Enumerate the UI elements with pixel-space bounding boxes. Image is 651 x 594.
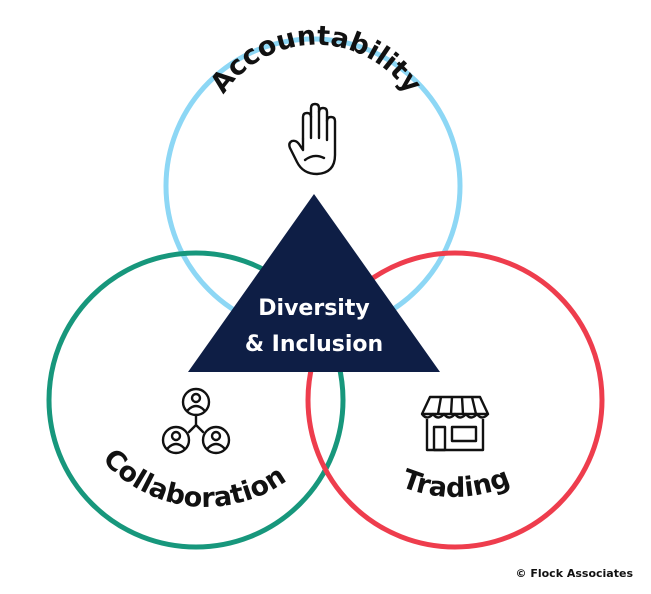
storefront-icon xyxy=(420,395,490,452)
trading-label: Trading xyxy=(398,462,514,504)
center-triangle xyxy=(188,194,440,372)
trading-circle xyxy=(305,250,605,550)
center-title-line1: Diversity xyxy=(258,296,369,321)
people-network-icon xyxy=(161,387,231,455)
collaboration-label: Collaboration xyxy=(97,443,292,514)
collaboration-circle xyxy=(46,250,346,550)
center-title-line2: & Inclusion xyxy=(245,332,383,357)
credit-text: © Flock Associates xyxy=(515,567,633,580)
accountability-label: Accountability xyxy=(204,20,427,99)
raised-hand-icon xyxy=(288,102,337,176)
